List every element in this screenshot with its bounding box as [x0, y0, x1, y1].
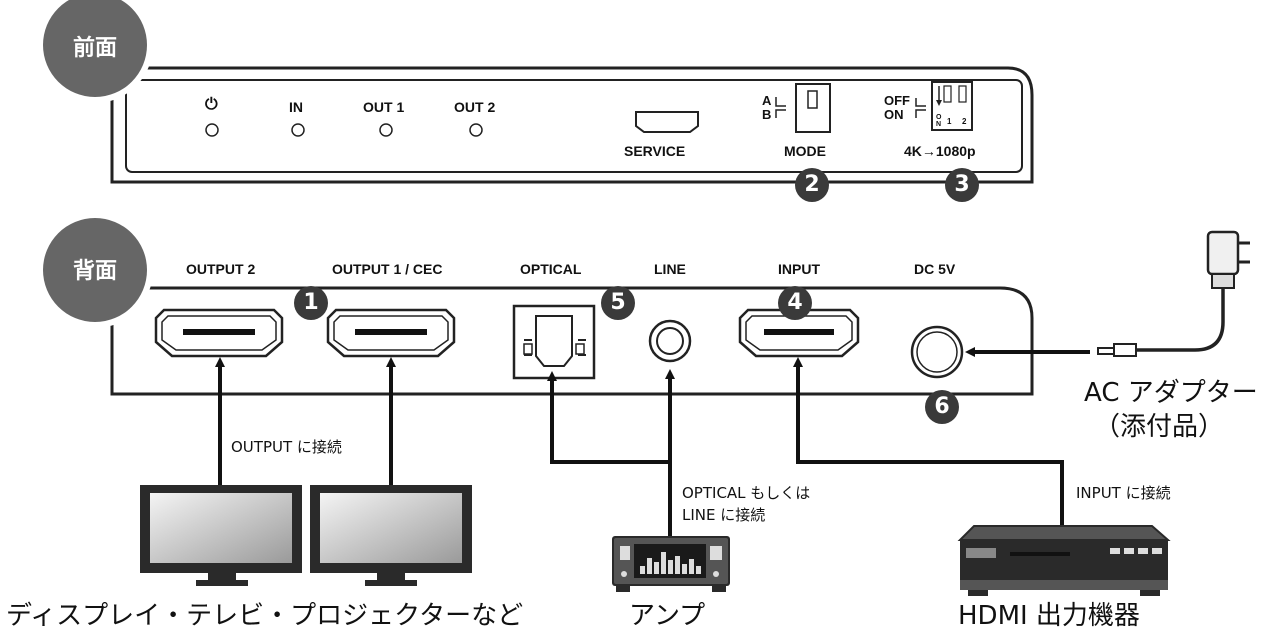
dip-label: 4K→1080p	[904, 143, 976, 159]
led-power	[205, 123, 219, 137]
mode-b-label: B	[762, 107, 772, 122]
adapter-caption-line1: AC アダプター	[1084, 378, 1258, 408]
amplifier-icon	[612, 536, 730, 592]
service-label: SERVICE	[624, 143, 686, 159]
callout-1: 1	[294, 286, 328, 320]
led-label-in: IN	[289, 99, 303, 115]
power-icon: ⏻	[205, 96, 218, 113]
callout-3: 3	[945, 168, 979, 202]
hdmi-output-1-port	[326, 308, 456, 358]
line-jack	[648, 319, 692, 363]
led-out1	[379, 123, 393, 137]
mode-label: MODE	[784, 143, 826, 159]
port-label-output2: OUTPUT 2	[186, 261, 256, 277]
back-badge: 背面	[73, 259, 118, 284]
hdmi-output-2-port	[154, 308, 284, 358]
output-connect-caption: OUTPUT に接続	[231, 438, 342, 456]
mode-a-label: A	[762, 93, 772, 108]
front-panel	[110, 66, 1034, 184]
dip-switch	[931, 81, 973, 131]
port-label-input: INPUT	[778, 261, 820, 277]
input-connect-caption: INPUT に接続	[1076, 484, 1171, 502]
hdmi-source-icon	[957, 525, 1171, 596]
section-badges	[37, 0, 153, 328]
displays-caption: ディスプレイ・テレビ・プロジェクターなど	[6, 601, 524, 631]
amp-caption: アンプ	[629, 601, 706, 631]
dip-off-label: OFF	[884, 93, 910, 108]
mode-switch	[795, 83, 831, 133]
callout-4: 4	[778, 286, 812, 320]
connection-lines	[215, 347, 1090, 536]
adapter-caption-line2: （添付品）	[1094, 412, 1225, 442]
optical-caption-line2: LINE に接続	[682, 506, 766, 524]
display-icons	[140, 485, 472, 586]
callout-5: 5	[601, 286, 635, 320]
led-label-out2: OUT 2	[454, 99, 496, 115]
ac-adapter-icon	[1097, 230, 1250, 357]
dc-jack	[910, 325, 964, 379]
optical-caption-line1: OPTICAL もしくは	[682, 484, 811, 502]
callout-2: 2	[795, 168, 829, 202]
port-label-dc: DC 5V	[914, 261, 956, 277]
service-port	[635, 111, 699, 133]
hdmi-source-caption: HDMI 出力機器	[958, 601, 1140, 631]
port-label-output1: OUTPUT 1 / CEC	[332, 261, 443, 277]
front-badge: 前面	[73, 36, 118, 61]
led-out2	[469, 123, 483, 137]
port-label-line: LINE	[654, 261, 686, 277]
back-panel	[110, 286, 1034, 396]
hdmi-input-port	[738, 308, 860, 358]
dip-on-label: ON	[884, 107, 904, 122]
dip-on-small: O N	[936, 114, 942, 128]
callout-6: 6	[925, 390, 959, 424]
led-in	[291, 123, 305, 137]
led-label-out1: OUT 1	[363, 99, 405, 115]
port-label-optical: OPTICAL	[520, 261, 582, 277]
dip-num-2: 2	[962, 117, 967, 126]
dip-num-1: 1	[947, 117, 952, 126]
